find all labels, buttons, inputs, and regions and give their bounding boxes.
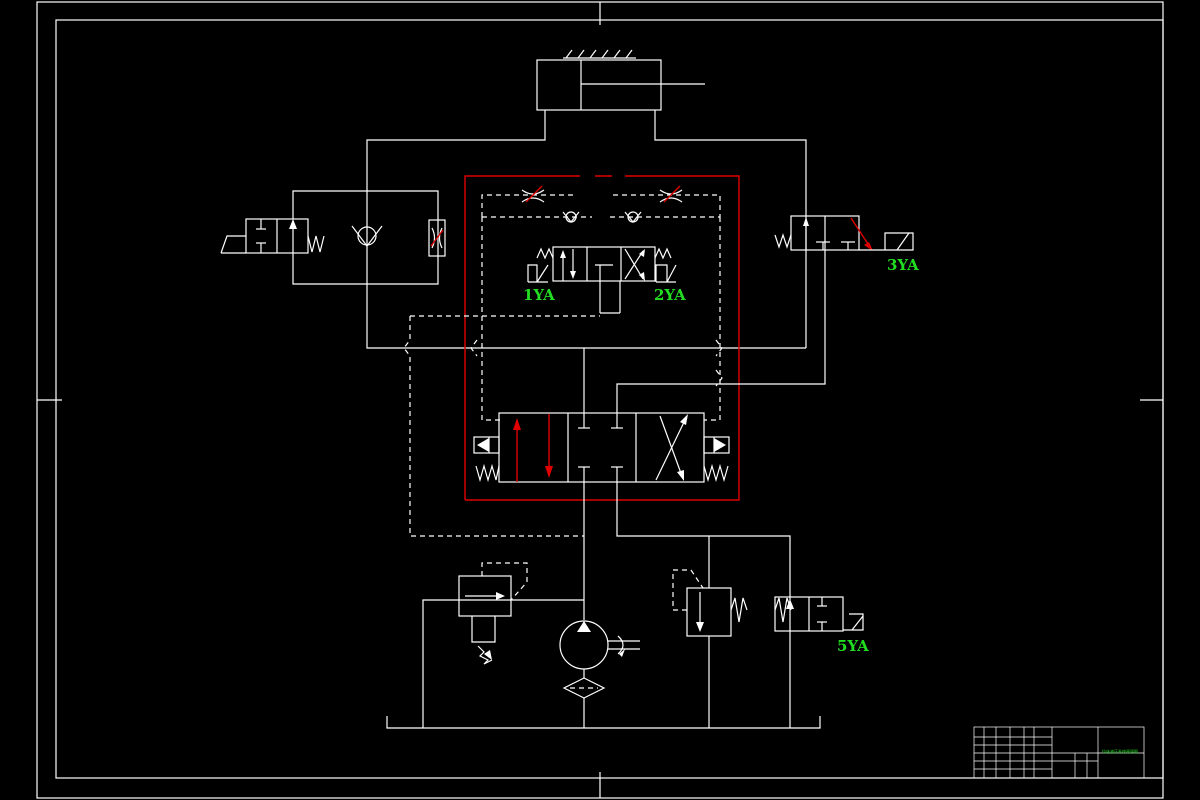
title-block-drawing-name: 拉床液压系统原理图 — [1102, 748, 1138, 754]
pilot-directional-valve: 1YA 2YA — [523, 246, 686, 314]
valve-assembly-boundary — [464, 175, 740, 501]
solenoid-label-5ya: 5YA — [837, 637, 869, 655]
main-directional-valve — [473, 348, 730, 483]
pilot-block — [481, 185, 721, 421]
solenoid-label-2ya: 2YA — [654, 286, 686, 304]
drawing-border — [36, 1, 1164, 799]
right-solenoid-valve-3ya: 3YA — [616, 215, 919, 413]
title-block: 拉床液压系统原理图 — [973, 726, 1145, 779]
pilot-dashed-lines — [403, 315, 723, 537]
hydraulic-cylinder — [366, 49, 807, 349]
pump-circuit: 5YA — [386, 482, 869, 729]
left-solenoid-valve — [220, 190, 446, 285]
solenoid-label-3ya: 3YA — [887, 256, 919, 274]
solenoid-label-1ya: 1YA — [523, 286, 555, 304]
